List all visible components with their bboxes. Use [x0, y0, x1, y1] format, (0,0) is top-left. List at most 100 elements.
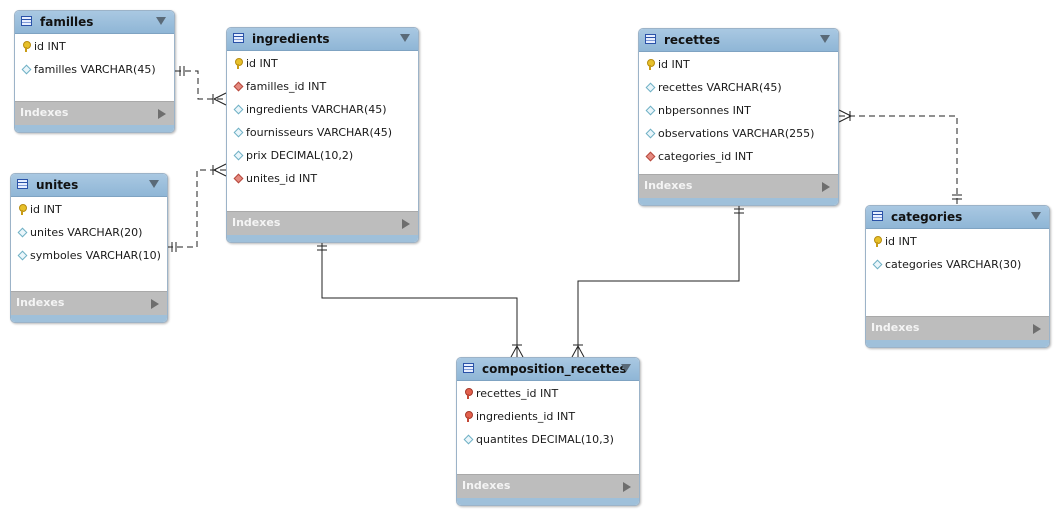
table-footer: [227, 235, 418, 242]
column-row[interactable]: observations VARCHAR(255): [639, 121, 838, 144]
column-label: id INT: [34, 39, 66, 53]
column-diamond-icon: [17, 249, 29, 261]
indexes-bar[interactable]: Indexes: [11, 291, 167, 315]
table-footer: [866, 340, 1049, 347]
table-title: familles: [40, 15, 94, 29]
column-label: quantites DECIMAL(10,3): [476, 432, 614, 446]
column-label: id INT: [246, 56, 278, 70]
foreign-key-diamond-icon: [233, 172, 245, 184]
column-row[interactable]: prix DECIMAL(10,2): [227, 143, 418, 166]
expand-arrow-icon[interactable]: [822, 182, 830, 192]
table-categories[interactable]: categories id INT categories VARCHAR(30)…: [865, 205, 1050, 348]
indexes-bar[interactable]: Indexes: [227, 211, 418, 235]
collapse-arrow-icon[interactable]: [1031, 212, 1041, 220]
table-header[interactable]: recettes: [639, 29, 838, 52]
relationship-recettes-composition: [571, 205, 744, 358]
column-diamond-icon: [21, 63, 33, 75]
indexes-bar[interactable]: Indexes: [15, 101, 174, 125]
indexes-label: Indexes: [644, 179, 693, 192]
table-unites[interactable]: unites id INT unites VARCHAR(20) symbole…: [10, 173, 168, 323]
column-row[interactable]: id INT: [866, 229, 1049, 252]
table-footer: [15, 125, 174, 132]
column-diamond-icon: [645, 81, 657, 93]
relationship-unites-ingredients: [167, 163, 227, 252]
column-label: prix DECIMAL(10,2): [246, 148, 354, 162]
indexes-label: Indexes: [16, 296, 65, 309]
column-row[interactable]: recettes VARCHAR(45): [639, 75, 838, 98]
table-icon: [645, 34, 656, 44]
expand-arrow-icon[interactable]: [1033, 324, 1041, 334]
column-row[interactable]: symboles VARCHAR(10): [11, 243, 167, 266]
table-title: categories: [891, 210, 963, 224]
column-row[interactable]: id INT: [11, 197, 167, 220]
column-row[interactable]: familles VARCHAR(45): [15, 57, 174, 80]
table-header[interactable]: categories: [866, 206, 1049, 229]
foreign-key-diamond-icon: [233, 80, 245, 92]
column-diamond-icon: [463, 433, 475, 445]
indexes-label: Indexes: [462, 479, 511, 492]
key-icon: [872, 235, 884, 247]
column-row[interactable]: categories VARCHAR(30): [866, 252, 1049, 275]
column-row[interactable]: fournisseurs VARCHAR(45): [227, 120, 418, 143]
column-label: symboles VARCHAR(10): [30, 248, 161, 262]
column-label: recettes VARCHAR(45): [658, 80, 782, 94]
foreign-key-icon: [463, 410, 475, 422]
column-label: ingredients VARCHAR(45): [246, 102, 387, 116]
column-row[interactable]: ingredients_id INT: [457, 404, 639, 427]
column-label: id INT: [885, 234, 917, 248]
column-row[interactable]: unites VARCHAR(20): [11, 220, 167, 243]
collapse-arrow-icon[interactable]: [621, 364, 631, 372]
column-row[interactable]: id INT: [639, 52, 838, 75]
key-icon: [645, 58, 657, 70]
foreign-key-diamond-icon: [645, 150, 657, 162]
collapse-arrow-icon[interactable]: [149, 180, 159, 188]
expand-arrow-icon[interactable]: [151, 299, 159, 309]
table-icon: [872, 211, 883, 221]
expand-arrow-icon[interactable]: [623, 482, 631, 492]
column-label: categories VARCHAR(30): [885, 257, 1022, 271]
indexes-bar[interactable]: Indexes: [639, 174, 838, 198]
table-ingredients[interactable]: ingredients id INT familles_id INT ingre…: [226, 27, 419, 243]
column-label: unites_id INT: [246, 171, 318, 185]
table-composition-recettes[interactable]: composition_recettes recettes_id INT ing…: [456, 357, 640, 506]
table-title: ingredients: [252, 32, 330, 46]
expand-arrow-icon[interactable]: [402, 219, 410, 229]
column-label: familles_id INT: [246, 79, 327, 93]
expand-arrow-icon[interactable]: [158, 109, 166, 119]
table-header[interactable]: ingredients: [227, 28, 418, 51]
column-row[interactable]: recettes_id INT: [457, 381, 639, 404]
column-row[interactable]: quantites DECIMAL(10,3): [457, 427, 639, 450]
relationship-categories-recettes: [838, 109, 962, 206]
collapse-arrow-icon[interactable]: [156, 17, 166, 25]
column-row[interactable]: ingredients VARCHAR(45): [227, 97, 418, 120]
collapse-arrow-icon[interactable]: [400, 34, 410, 42]
column-label: recettes_id INT: [476, 386, 559, 400]
column-row[interactable]: unites_id INT: [227, 166, 418, 189]
table-header[interactable]: composition_recettes: [457, 358, 639, 381]
column-label: id INT: [30, 202, 62, 216]
column-diamond-icon: [233, 126, 245, 138]
table-header[interactable]: familles: [15, 11, 174, 34]
key-icon: [21, 40, 33, 52]
column-row[interactable]: familles_id INT: [227, 74, 418, 97]
indexes-label: Indexes: [232, 216, 281, 229]
column-label: categories_id INT: [658, 149, 753, 163]
key-icon: [17, 203, 29, 215]
column-label: fournisseurs VARCHAR(45): [246, 125, 393, 139]
column-row[interactable]: nbpersonnes INT: [639, 98, 838, 121]
column-row[interactable]: id INT: [15, 34, 174, 57]
table-recettes[interactable]: recettes id INT recettes VARCHAR(45) nbp…: [638, 28, 839, 206]
indexes-label: Indexes: [871, 321, 920, 334]
column-row[interactable]: id INT: [227, 51, 418, 74]
table-icon: [17, 179, 28, 189]
table-familles[interactable]: familles id INT familles VARCHAR(45) Ind…: [14, 10, 175, 133]
column-row[interactable]: categories_id INT: [639, 144, 838, 167]
collapse-arrow-icon[interactable]: [820, 35, 830, 43]
table-header[interactable]: unites: [11, 174, 167, 197]
indexes-bar[interactable]: Indexes: [866, 316, 1049, 340]
indexes-bar[interactable]: Indexes: [457, 474, 639, 498]
table-icon: [463, 363, 474, 373]
column-label: ingredients_id INT: [476, 409, 576, 423]
table-title: recettes: [664, 33, 721, 47]
